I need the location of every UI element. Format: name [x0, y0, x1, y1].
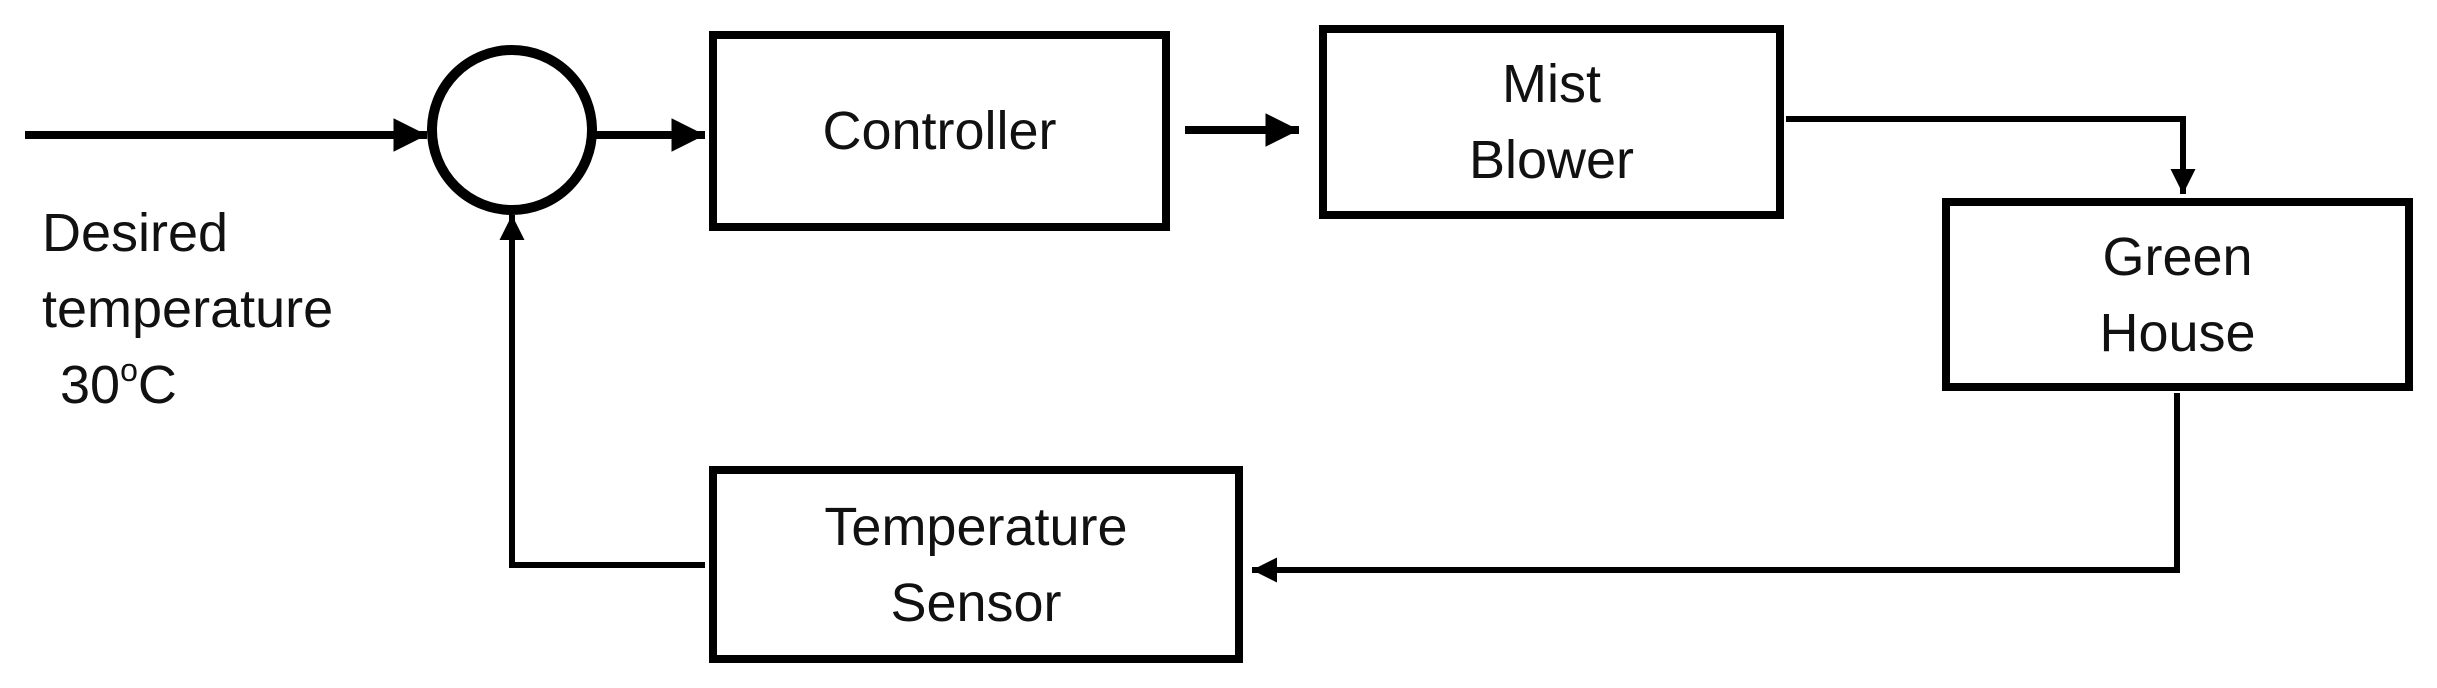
mist-to-greenhouse-arrow [1786, 116, 2196, 194]
green-house-label-line1: Green [2102, 226, 2253, 287]
summing-junction [427, 45, 597, 215]
setpoint-value: 30oC [60, 347, 177, 423]
setpoint-number: 30 [60, 355, 121, 415]
mist-blower-block: Mist Blower [1319, 25, 1784, 219]
mist-blower-label-line2: Blower [1468, 130, 1635, 190]
setpoint-unit: C [137, 355, 177, 415]
setpoint-label-line2: temperature [42, 279, 334, 339]
setpoint-label-line1: Desired [42, 203, 229, 263]
mist-blower-label-line1: Mist [1502, 54, 1601, 114]
controller-block: Controller [709, 31, 1170, 231]
controller-label: Controller [822, 101, 1057, 161]
temperature-sensor-label-line1: Temperature [824, 496, 1128, 557]
greenhouse-to-sensor-arrow [1252, 393, 2180, 583]
temperature-sensor-label-line2: Sensor [890, 572, 1062, 633]
green-house-label-line2: House [2099, 302, 2256, 363]
feedback-arrow [499, 215, 705, 568]
green-house-block: Green House [1942, 198, 2413, 391]
temperature-sensor-block: Temperature Sensor [709, 466, 1243, 663]
degree-symbol: o [120, 352, 138, 388]
